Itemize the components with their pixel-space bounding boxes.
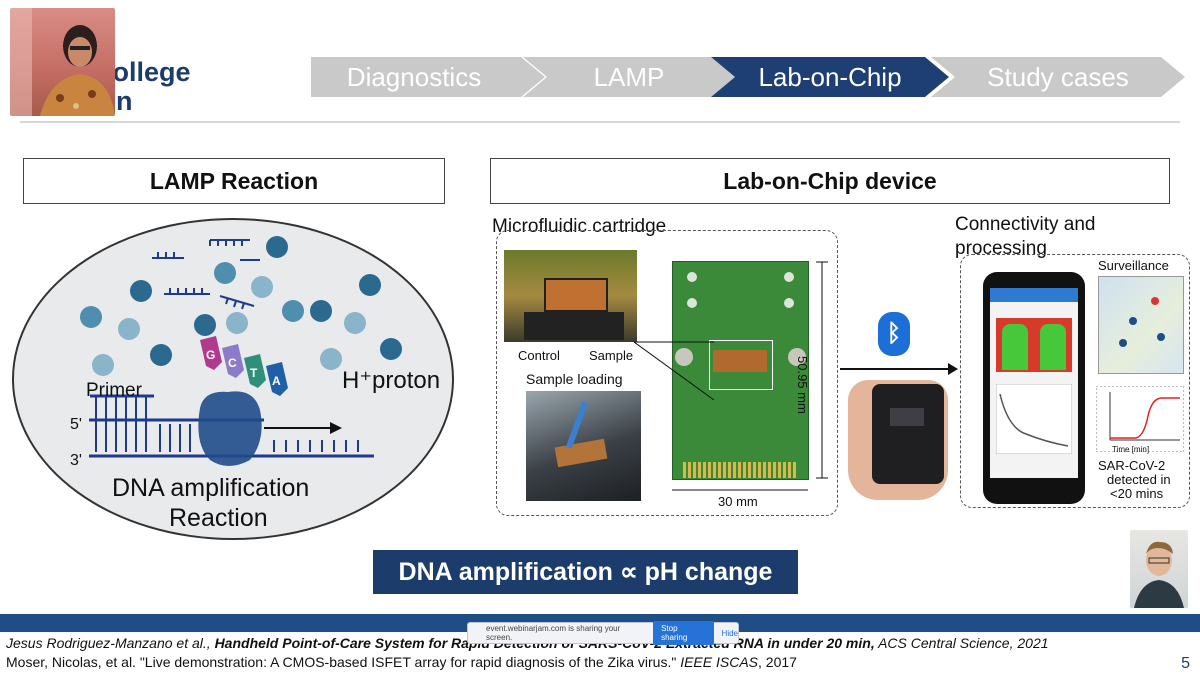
amplification-curve-graph xyxy=(1096,386,1184,452)
nucleotide-dot xyxy=(80,306,102,328)
nucleotide-dot xyxy=(92,354,114,376)
nucleotide-dot xyxy=(320,348,342,370)
connectivity-frame xyxy=(960,254,1190,508)
hide-notice-button[interactable]: Hide xyxy=(721,628,738,638)
connectivity-label: Connectivity and xyxy=(955,214,1096,235)
breadcrumb-study-cases: Study cases xyxy=(931,57,1185,97)
surveillance-map xyxy=(1098,276,1184,374)
detected-in-label: detected in xyxy=(1107,472,1171,487)
control-label: Control xyxy=(518,348,560,363)
breadcrumb-lamp: LAMP xyxy=(523,57,735,97)
microfluidic-cartridge-label: Microfluidic cartridge xyxy=(492,216,667,237)
sample-label: Sample xyxy=(589,348,634,363)
nucleotide-dot xyxy=(344,312,366,334)
breadcrumb-diagnostics: Diagnostics xyxy=(311,57,545,97)
strand-5-label: 5' xyxy=(70,416,82,433)
pcb-dimension-lines xyxy=(633,261,828,491)
width-dimension-label: 30 mm xyxy=(718,494,758,509)
dna-ph-banner: DNA amplification ∝ pH change xyxy=(373,550,798,594)
nucleotide-dot xyxy=(266,236,288,258)
slide-page-number: 5 xyxy=(1181,655,1190,672)
reference-1-journal: ACS Central Science, 2021 xyxy=(874,635,1049,651)
screen-share-notice: event.webinarjam.com is sharing your scr… xyxy=(467,621,739,645)
base-label-t: T xyxy=(250,366,258,380)
surveillance-label: Surveillance xyxy=(1098,258,1169,273)
primer-label: Primer xyxy=(86,380,142,401)
reference-2-text: Moser, Nicolas, et al. "Live demonstrati… xyxy=(6,654,681,670)
base-label-c: C xyxy=(228,356,237,370)
nucleotide-dot xyxy=(380,338,402,360)
header-divider xyxy=(20,121,1180,123)
processing-label: processing xyxy=(955,238,1047,259)
chip-closeup-photo xyxy=(504,250,637,342)
reference-2: Moser, Nicolas, et al. "Live demonstrati… xyxy=(6,654,797,670)
nucleotide-dot xyxy=(194,314,216,336)
primer-fragments xyxy=(89,239,374,466)
height-dimension-label: 50.95 mm xyxy=(795,356,810,414)
nucleotide-dot xyxy=(310,300,332,322)
sars-cov-2-label: SAR-CoV-2 xyxy=(1098,458,1166,473)
nucleotide-dot xyxy=(359,274,381,296)
lamp-reaction-diagram: G C T A Primer 5' 3' H⁺proton DNA amplif… xyxy=(12,218,454,540)
reference-2-year: , 2017 xyxy=(758,654,797,670)
detection-time-label: <20 mins xyxy=(1110,486,1164,501)
nucleotide-dot xyxy=(130,280,152,302)
nucleotide-dot xyxy=(251,276,273,298)
bluetooth-icon: ᛒ xyxy=(878,312,910,356)
dna-amplification-label: DNA amplification xyxy=(112,474,310,502)
section-breadcrumb: Diagnostics LAMP Lab-on-Chip Study cases xyxy=(311,57,1185,97)
lamp-reaction-title: LAMP Reaction xyxy=(23,158,445,204)
sample-loading-photo xyxy=(526,391,641,501)
smartphone-screen xyxy=(990,288,1078,478)
nucleotide-dot xyxy=(282,300,304,322)
breadcrumb-lab-on-chip: Lab-on-Chip xyxy=(711,57,949,97)
share-notice-text: event.webinarjam.com is sharing your scr… xyxy=(486,624,621,642)
strand-3-label: 3' xyxy=(70,452,82,469)
h-proton-label: H⁺proton xyxy=(342,367,441,394)
cartridge-frame xyxy=(496,230,838,516)
attendee-webcam-video xyxy=(1130,530,1188,608)
reference-1-authors: Jesus Rodriguez-Manzano et al., xyxy=(6,635,215,651)
nucleotide-dot xyxy=(118,318,140,340)
stop-sharing-button[interactable]: Stop sharing xyxy=(653,621,714,645)
nucleotide-dot xyxy=(150,344,172,366)
sample-loading-label: Sample loading xyxy=(526,371,623,387)
presenter-webcam-video xyxy=(10,8,115,116)
base-label-a: A xyxy=(272,374,281,388)
data-flow-arrow xyxy=(840,363,958,375)
nucleotide-dot xyxy=(226,312,248,334)
handheld-device-photo xyxy=(848,380,948,500)
pcb-cartridge-photo xyxy=(672,261,809,480)
lab-on-chip-title: Lab-on-Chip device xyxy=(490,158,1170,204)
nucleotide-dot xyxy=(214,262,236,284)
reference-2-journal: IEEE ISCAS xyxy=(680,654,758,670)
graph-xlabel: Time [min] xyxy=(1112,445,1150,454)
reaction-label: Reaction xyxy=(169,504,268,532)
base-label-g: G xyxy=(206,348,216,362)
